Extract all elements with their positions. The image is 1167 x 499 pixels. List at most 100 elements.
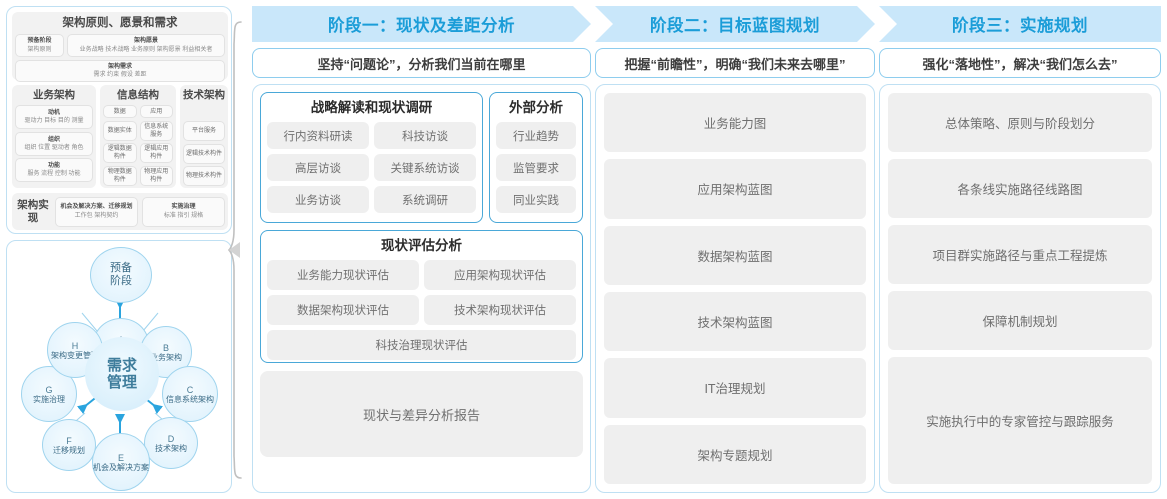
gap-analysis-report[interactable]: 现状与差异分析报告 [260,371,583,457]
assessment-item-wide[interactable]: 科技治理现状评估 [267,330,576,360]
assessment-item[interactable]: 业务能力现状评估 [267,260,419,290]
brace-connector [228,21,242,479]
phase-2-item[interactable]: IT治理规划 [604,358,866,418]
architecture-vision-cell: 架构愿景 业务战略 技术战略 业务原则 架构愿景 利益相关者 [67,34,225,57]
spacer [183,105,225,121]
box-title: 现状评估分析 [381,238,462,253]
node-d: D 技术架构 [144,417,198,469]
phase-subtitle-3: 强化“落地性”，解决“我们怎么去” [879,48,1161,78]
external-analysis-box: 外部分析 行业趋势 监管要求 同业实践 [489,92,583,223]
cell-name: 机会及解决方案、迁移规划 [60,204,133,210]
group-title: 技术架构 [183,89,225,101]
phase-header-3[interactable]: 阶段三：实施规划 [879,6,1161,42]
assessment-item[interactable]: 应用架构现状评估 [424,260,576,290]
architecture-requirement-items: 需求 约束 假设 差距 [93,72,147,78]
strategy-item[interactable]: 高层访谈 [267,154,369,181]
prep-phase-name: 预备阶段 [27,38,52,44]
phase-2-item[interactable]: 数据架构蓝图 [604,225,866,285]
phase-header-3-label: 阶段三：实施规划 [952,17,1088,35]
cell-name: 实施治理 [171,204,196,210]
strategy-item[interactable]: 科技访谈 [374,122,476,149]
node-requirements-management: 需求 管理 [85,337,159,411]
phase-2-item-stack: 业务能力图 应用架构蓝图 数据架构蓝图 技术架构蓝图 IT治理规划 架构专题规划 [604,93,866,484]
technology-cell: 平台服务 [183,121,225,141]
architecture-vision-items: 业务战略 技术战略 业务原则 架构愿景 利益相关者 [79,46,213,53]
architecture-requirement-cell: 架构需求 需求 约束 假设 差距 [15,60,225,82]
realization-cell: 机会及解决方案、迁移规划 工作包 架构契约 [55,196,138,227]
external-item[interactable]: 行业趋势 [496,122,576,149]
data-column: 数据 数据实体 逻辑数据构件 物理数据构件 [103,105,137,188]
node-label: 实施治理 [33,394,65,404]
phase-3-body: 总体策略、原则与阶段划分 各条线实施路径线路图 项目群实施路径与重点工程提炼 保… [879,84,1161,493]
phase-header-1-label: 阶段一：现状及差距分析 [328,17,515,35]
business-cell: 动机 驱动力 目标 目的 测量 [15,105,93,129]
external-item[interactable]: 监管要求 [496,154,576,181]
node-letter: C [186,384,194,395]
realization-label: 架构实现 [17,198,49,224]
node-letter: D [167,433,175,444]
phase-3-item[interactable]: 总体策略、原则与阶段划分 [888,93,1152,153]
node-label-line2: 阶段 [110,275,132,287]
strategy-research-box: 战略解读和现状调研 行内资料研读 科技访谈 高层访谈 关键系统访谈 业务访谈 系… [260,92,483,223]
phase-2-body: 业务能力图 应用架构蓝图 数据架构蓝图 技术架构蓝图 IT治理规划 架构专题规划 [595,84,875,493]
data-cell: 数据实体 [103,120,137,141]
cell-items: 驱动力 目标 目的 测量 [24,118,84,124]
business-cell: 组织 组织 位置 驱动者 角色 [15,131,93,156]
node-label: 技术架构 [155,443,187,453]
information-columns: 数据 数据实体 逻辑数据构件 物理数据构件 应用 信息系统服务 逻辑应用构件 物… [103,105,173,188]
technology-architecture-group: 技术架构 平台服务 逻辑技术构件 物理技术构件 [180,85,228,188]
adm-wheel: 预备 阶段 A 架构愿景 B 业务架构 C 信息系统架构 D 技术架构 [7,241,233,494]
center-label-line2: 管理 [106,374,137,391]
node-prep: 预备 阶段 [90,247,152,303]
phase-2-item[interactable]: 业务能力图 [604,93,866,153]
application-column: 应用 信息系统服务 逻辑应用构件 物理应用构件 [139,105,173,188]
phase-3-item[interactable]: 保障机制规划 [888,291,1152,351]
phase-3-item-tall[interactable]: 实施执行中的专家管控与跟踪服务 [888,357,1152,485]
phase-subtitle-1: 坚持“问题论”，分析我们当前在哪里 [252,48,591,78]
principles-row: 预备阶段 架构原则 架构愿景 业务战略 技术战略 业务原则 架构愿景 利益相关者 [15,34,225,57]
strategy-item[interactable]: 行内资料研读 [267,122,369,149]
cell-name: 功能 [47,163,60,169]
realization-cell: 实施治理 标准 指引 规格 [142,196,225,227]
assessment-item[interactable]: 数据架构现状评估 [267,295,419,325]
architecture-realization-group: 架构实现 机会及解决方案、迁移规划 工作包 架构契约 实施治理 标准 指引 规格 [12,193,228,230]
node-label-line1: 预备 [110,262,132,274]
cell-items: 标准 指引 规格 [163,212,204,219]
phase-3-item[interactable]: 项目群实施路径与重点工程提炼 [888,225,1152,285]
assessment-items-grid: 业务能力现状评估 应用架构现状评估 数据架构现状评估 技术架构现状评估 [267,260,576,325]
node-letter: G [45,384,53,395]
node-c: C 信息系统架构 [162,366,218,422]
prep-phase-items: 架构原则 [27,46,52,53]
application-cell: 逻辑应用构件 [139,143,173,163]
business-architecture-group: 业务架构 动机 驱动力 目标 目的 测量 组织 组织 位置 驱动者 角色 功能 … [12,85,96,188]
node-label: 架构变更管理 [51,350,99,360]
node-f: F 迁移规划 [42,419,96,471]
phase-header-2[interactable]: 阶段二：目标蓝图规划 [595,6,875,42]
node-label: 机会及解决方案 [93,462,149,472]
phase-2-item[interactable]: 应用架构蓝图 [604,159,866,219]
cell-name: 组织 [47,136,60,143]
external-item[interactable]: 同业实践 [496,186,576,213]
architecture-vision-name: 架构愿景 [133,38,158,44]
phase-2-item[interactable]: 技术架构蓝图 [604,291,866,352]
strategy-item[interactable]: 系统调研 [374,186,476,213]
node-letter: E [117,452,124,463]
togaf-framework-panel: 架构原则、愿景和需求 预备阶段 架构原则 架构愿景 业务战略 技术战略 业务原则… [6,6,232,234]
information-structure-group: 信息结构 数据 数据实体 逻辑数据构件 物理数据构件 应用 信息系统服务 逻辑应… [100,85,176,188]
phase-3-item[interactable]: 各条线实施路径线路图 [888,159,1152,219]
phase-header-1[interactable]: 阶段一：现状及差距分析 [252,6,591,42]
phase-2-item[interactable]: 架构专题规划 [604,424,866,484]
strategy-item[interactable]: 关键系统访谈 [374,154,476,181]
strategy-item[interactable]: 业务访谈 [267,186,369,213]
node-letter: H [71,340,79,351]
group-title: 架构原则、愿景和需求 [62,17,178,29]
node-label: 信息系统架构 [166,394,214,404]
phase-1-top-row: 战略解读和现状调研 行内资料研读 科技访谈 高层访谈 关键系统访谈 业务访谈 系… [260,92,583,223]
box-title: 战略解读和现状调研 [310,100,433,115]
data-cell: 物理数据构件 [103,165,137,186]
node-label: 业务架构 [150,352,182,362]
assessment-item[interactable]: 技术架构现状评估 [424,295,576,325]
phase-subtitle-2: 把握“前瞻性”，明确“我们未来去哪里” [595,48,875,78]
application-column-header: 应用 [139,105,173,118]
